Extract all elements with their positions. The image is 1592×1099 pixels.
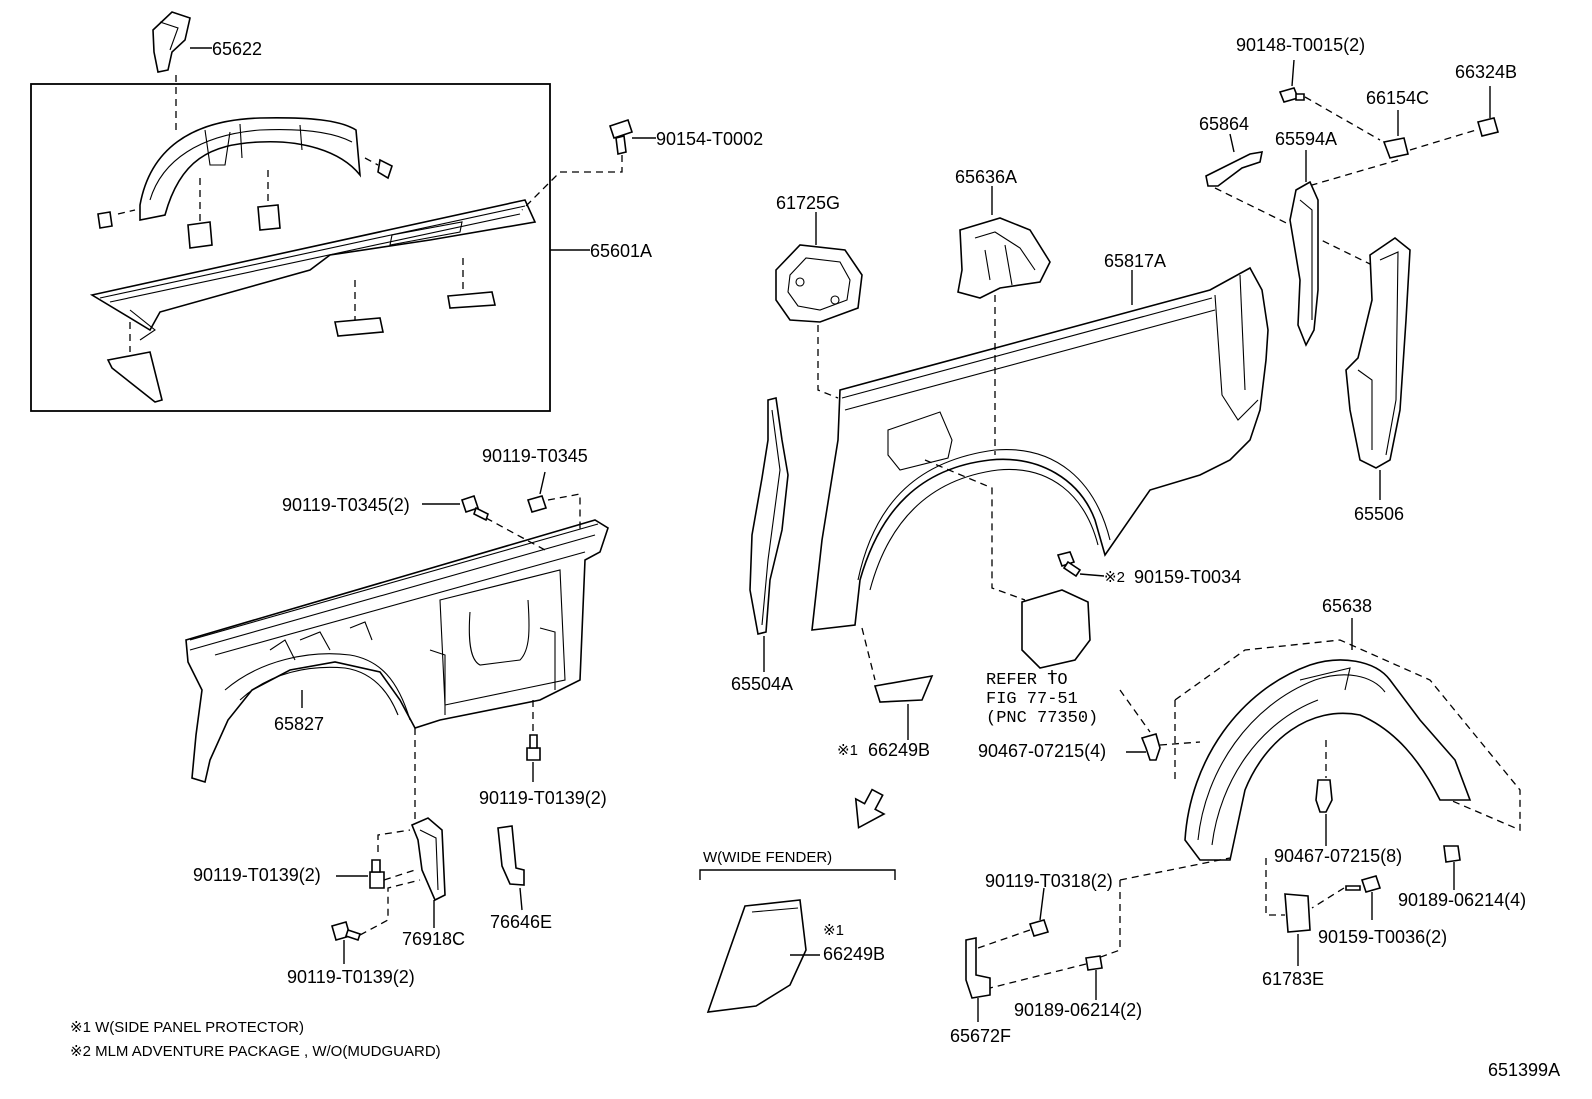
bracket-65622 xyxy=(152,11,191,73)
label-66249B-b: 66249B xyxy=(823,944,885,964)
inner-sill xyxy=(89,199,537,332)
footnote-1: ※1 W(SIDE PANEL PROTECTOR) xyxy=(70,1019,304,1036)
label-90189-06214-2: 90189-06214(2) xyxy=(1014,1000,1142,1020)
assembly-box xyxy=(30,83,551,412)
refer-line-1: REFER TO xyxy=(986,671,1068,690)
brackets-76918C-76646E xyxy=(331,728,525,964)
label-90119-T0139-2-c: 90119-T0139(2) xyxy=(287,967,415,987)
label-90119-T0139-2-b: 90119-T0139(2) xyxy=(193,865,321,885)
label-65506: 65506 xyxy=(1354,504,1404,524)
clip-b xyxy=(257,204,281,231)
label-76646E: 76646E xyxy=(490,912,552,932)
label-65817A: 65817A xyxy=(1104,251,1166,271)
mark-2: ※2 xyxy=(1104,569,1125,586)
label-66154C: 66154C xyxy=(1366,88,1429,108)
label-90119-T0139-2-a: 90119-T0139(2) xyxy=(479,788,607,808)
mark-1-b: ※1 xyxy=(823,922,844,939)
label-90154-T0002: 90154-T0002 xyxy=(656,129,763,149)
outer-fender-65817A xyxy=(811,266,1269,631)
bolt-90154-T0002 xyxy=(521,118,656,211)
label-66249B-a: 66249B xyxy=(868,740,930,760)
mark-1-a: ※1 xyxy=(837,742,858,759)
label-90189-06214-4: 90189-06214(4) xyxy=(1398,890,1526,910)
label-90159-T0036-2: 90159-T0036(2) xyxy=(1318,927,1447,947)
label-61783E: 61783E xyxy=(1262,969,1324,989)
wide-fender-group xyxy=(699,869,896,1013)
label-61725G: 61725G xyxy=(776,193,840,213)
label-65638: 65638 xyxy=(1322,596,1372,616)
label-65864: 65864 xyxy=(1199,114,1249,134)
figure-id: 651399A xyxy=(1488,1060,1560,1080)
label-90159-T0034: 90159-T0034 xyxy=(1134,567,1241,587)
clip-a xyxy=(187,221,213,249)
label-65827: 65827 xyxy=(274,714,324,734)
refer-line-2: FIG 77-51 xyxy=(986,690,1078,709)
label-65622: 65622 xyxy=(212,39,262,59)
label-90119-T0345: 90119-T0345 xyxy=(482,446,588,466)
label-90119-T0345-2: 90119-T0345(2) xyxy=(282,495,410,515)
refer-line-3: (PNC 77350) xyxy=(986,709,1098,728)
label-90467-07215-8: 90467-07215(8) xyxy=(1274,846,1402,866)
inner-panel-assembly-group xyxy=(30,11,590,412)
fuel-ring-61725G xyxy=(775,212,863,399)
wide-fender-label: W(WIDE FENDER) xyxy=(703,849,832,866)
label-65601A: 65601A xyxy=(590,241,652,261)
bracket-65636A xyxy=(957,186,1051,455)
label-90467-07215-4: 90467-07215(4) xyxy=(978,741,1106,761)
clip-d xyxy=(377,158,393,180)
pillar-65504A xyxy=(749,397,789,672)
fuel-lid xyxy=(924,459,1091,680)
upper-right-parts xyxy=(1205,59,1499,500)
clip-c xyxy=(97,211,113,229)
plate-b xyxy=(447,291,496,309)
label-90119-T0318-2: 90119-T0318(2) xyxy=(985,871,1113,891)
label-90148-T0015-2: 90148-T0015(2) xyxy=(1236,35,1365,55)
label-66324B: 66324B xyxy=(1455,62,1517,82)
wheel-liner-65638 xyxy=(965,618,1521,1022)
label-65672F: 65672F xyxy=(950,1026,1011,1046)
view-arrow-icon xyxy=(854,788,886,829)
label-65504A: 65504A xyxy=(731,674,793,694)
bolt-90159-T0034 xyxy=(1056,551,1105,578)
wheel-house-upper xyxy=(139,117,362,221)
plate-a xyxy=(334,317,384,337)
footnote-2: ※2 MLM ADVENTURE PACKAGE , W/O(MUDGUARD) xyxy=(70,1043,441,1060)
side-panel-65827 xyxy=(185,519,609,784)
protector-66249B-small xyxy=(854,627,934,829)
bolts-65827 xyxy=(422,471,581,782)
label-76918C: 76918C xyxy=(402,929,465,949)
label-65636A: 65636A xyxy=(955,167,1017,187)
label-65594A: 65594A xyxy=(1275,129,1337,149)
plate-c xyxy=(106,351,163,403)
